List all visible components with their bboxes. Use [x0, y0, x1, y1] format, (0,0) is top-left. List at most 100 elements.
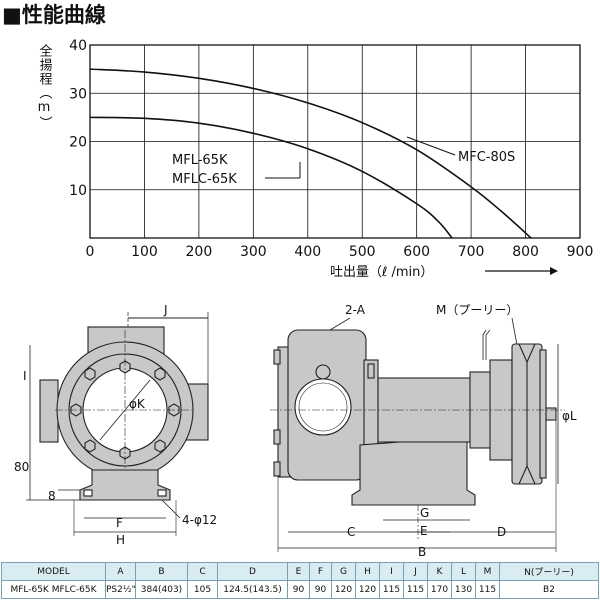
casing-port-inner	[298, 382, 348, 432]
spec-table: MODEL A B C D E F G H I J K L M N(プーリー) …	[1, 562, 599, 599]
cell-g: 120	[331, 580, 356, 599]
pulley-groove	[518, 343, 528, 485]
cell-m: 115	[475, 580, 500, 599]
left-port	[39, 379, 59, 443]
x-tick-label: 100	[131, 244, 158, 260]
cell-e: 90	[287, 580, 310, 599]
dim-e-label: E	[420, 524, 428, 538]
dim-80-label: 80	[14, 460, 29, 474]
clutch-cable	[485, 329, 491, 360]
y-tick-label: 20	[69, 135, 87, 151]
cell-model: MFL-65K MFLC-65K	[1, 580, 106, 599]
x-tick-label: 700	[458, 244, 485, 260]
bolt	[154, 439, 166, 453]
port-label-2a: 2-A	[345, 303, 366, 317]
holes-leader	[161, 499, 181, 519]
header-l: L	[451, 562, 476, 581]
x-tick-label: 600	[403, 244, 430, 260]
series-label-mflc-65k: MFLC-65K	[172, 172, 237, 187]
chart-series	[89, 68, 532, 239]
series-label-mfc-80s: MFC-80S	[458, 150, 515, 165]
table-header-row: MODEL A B C D E F G H I J K L M N(プーリー)	[1, 562, 599, 581]
cell-c: 105	[187, 580, 218, 599]
pump-side-view: 2-A M（プーリー）	[270, 303, 577, 559]
y-tick-label: 10	[69, 183, 87, 199]
dim-i-label: I	[23, 369, 27, 383]
header-c: C	[187, 562, 218, 581]
bolt	[84, 367, 96, 381]
cell-f: 90	[309, 580, 332, 599]
header-k: K	[427, 562, 452, 581]
header-m: M	[475, 562, 500, 581]
header-f: F	[309, 562, 332, 581]
series-line-mfc-80s	[89, 68, 532, 239]
section-title: ■性能曲線	[2, 3, 106, 27]
dim-f-label: F	[116, 516, 123, 530]
header-i: I	[379, 562, 404, 581]
x-tick-label: 500	[349, 244, 376, 260]
chart-grid	[89, 44, 581, 239]
x-tick-label: 0	[86, 244, 95, 260]
cell-h: 120	[355, 580, 380, 599]
callout-mfc-80s	[406, 136, 456, 156]
pulley-groove-2	[526, 343, 536, 485]
cell-i: 115	[379, 580, 404, 599]
x-tick-labels: 0 100 200 300 400 500 600 700 800 900	[86, 244, 594, 260]
side-pedestal	[351, 441, 476, 506]
header-g: G	[331, 562, 356, 581]
dim-c-label: C	[347, 525, 355, 539]
dim-l-label: φL	[562, 409, 577, 423]
foot-slot-left	[83, 489, 93, 497]
side-bolt	[273, 461, 281, 477]
x-tick-label: 800	[512, 244, 539, 260]
x-axis-label: 吐出量（ℓ /min）	[330, 265, 433, 280]
port-2a-leader	[329, 317, 351, 331]
dim-8-label: 8	[48, 489, 56, 503]
pump-end-view: J φK I 80	[14, 303, 217, 547]
dim-d-label: D	[497, 525, 506, 539]
holes-label: 4-φ12	[182, 513, 217, 527]
cell-b: 384(403)	[135, 580, 188, 599]
y-tick-labels: 10 20 30 40	[69, 38, 87, 199]
y-tick-label: 30	[69, 86, 87, 102]
bolt	[154, 367, 166, 381]
y-tick-label: 40	[69, 38, 87, 54]
side-bolt	[367, 363, 375, 379]
y-axis-label: 全揚程（m）	[37, 43, 53, 130]
cell-d: 124.5(143.5)	[217, 580, 288, 599]
shaft-end	[545, 407, 557, 421]
header-h: H	[355, 562, 380, 581]
series-line-mfl-65k	[89, 116, 453, 239]
drain-plug	[315, 364, 331, 380]
foot-slot-right	[157, 489, 167, 497]
x-tick-label: 300	[240, 244, 267, 260]
header-j: J	[403, 562, 428, 581]
clutch-cable-2	[482, 329, 487, 360]
header-model: MODEL	[1, 562, 106, 581]
table-row: MFL-65K MFLC-65K PS2½" 384(403) 105 124.…	[1, 580, 599, 599]
x-tick-label: 900	[567, 244, 594, 260]
header-b: B	[135, 562, 188, 581]
x-tick-label: 200	[186, 244, 213, 260]
pulley-face	[539, 349, 547, 479]
cell-j: 115	[403, 580, 428, 599]
cell-l: 130	[451, 580, 476, 599]
pulley-label: M（プーリー）	[436, 303, 518, 317]
header-d: D	[217, 562, 288, 581]
performance-chart: 0 100 200 300 400 500 600 700 800 900 10 20 30 40 全揚…	[37, 38, 594, 280]
dim-k-label: φK	[129, 397, 146, 411]
header-n: N(プーリー)	[499, 562, 599, 581]
header-e: E	[287, 562, 310, 581]
side-bolt	[273, 349, 281, 365]
cell-k: 170	[427, 580, 452, 599]
cell-a: PS2½"	[105, 580, 136, 599]
dim-j-label: J	[163, 303, 168, 317]
cell-n: B2	[499, 580, 599, 599]
dim-g-label: G	[420, 506, 429, 520]
side-bolt	[273, 429, 281, 445]
x-axis-arrow-head	[550, 267, 558, 275]
dim-k-leader	[99, 379, 151, 441]
header-a: A	[105, 562, 136, 581]
x-tick-label: 400	[294, 244, 321, 260]
